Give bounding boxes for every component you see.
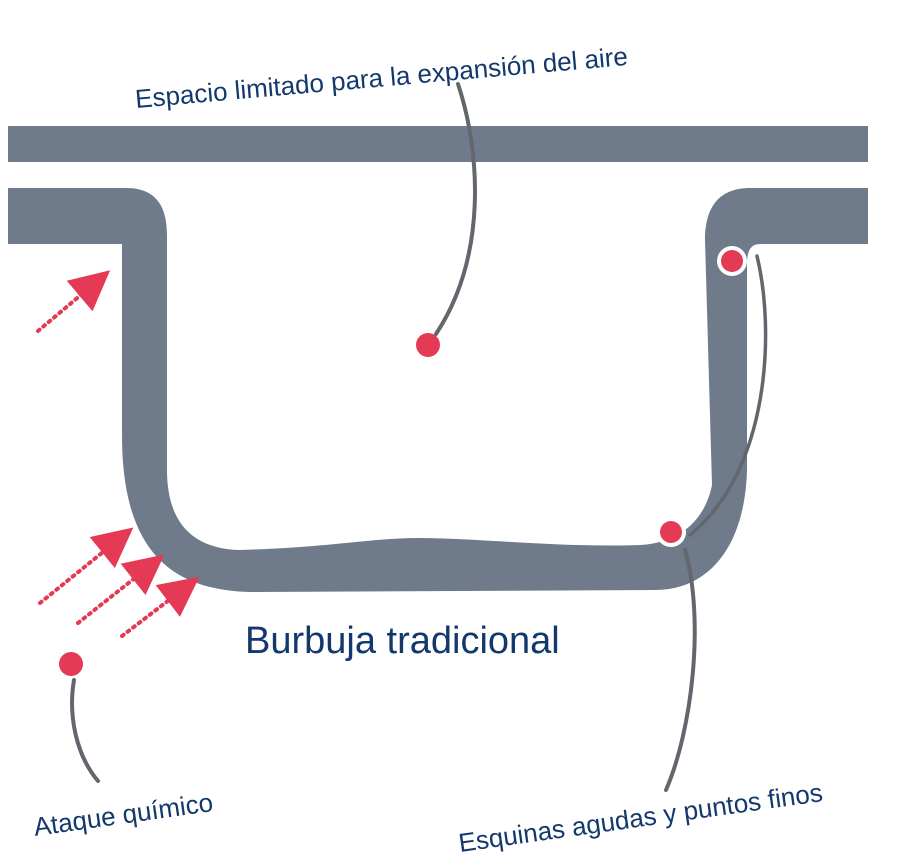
corner-marker-top-inner bbox=[721, 250, 743, 272]
corner-marker-bottom-inner bbox=[660, 521, 682, 543]
chemical-attack-arrows bbox=[36, 270, 200, 638]
label-chemical-attack: Ataque químico bbox=[32, 787, 215, 842]
diagram-title: Burbuja tradicional bbox=[245, 620, 560, 662]
leader-line-sharp-corners bbox=[664, 548, 697, 792]
leader-line-chemical-attack bbox=[70, 678, 100, 783]
leader-line-corner-top bbox=[688, 254, 768, 537]
arrow-lower-1 bbox=[38, 527, 134, 605]
bubble-film bbox=[8, 188, 868, 592]
label-sharp-corners: Esquinas agudas y puntos finos bbox=[457, 777, 825, 858]
arrow-lower-3 bbox=[120, 576, 200, 638]
leader-line-air-space bbox=[434, 82, 477, 336]
chemical-attack-marker bbox=[59, 652, 83, 676]
arrow-upper-left bbox=[36, 270, 111, 333]
label-air-space: Espacio limitado para la expansión del a… bbox=[134, 41, 629, 114]
arrow-lower-2 bbox=[76, 554, 165, 625]
air-space-marker bbox=[416, 333, 440, 357]
top-film-layer bbox=[8, 126, 868, 162]
